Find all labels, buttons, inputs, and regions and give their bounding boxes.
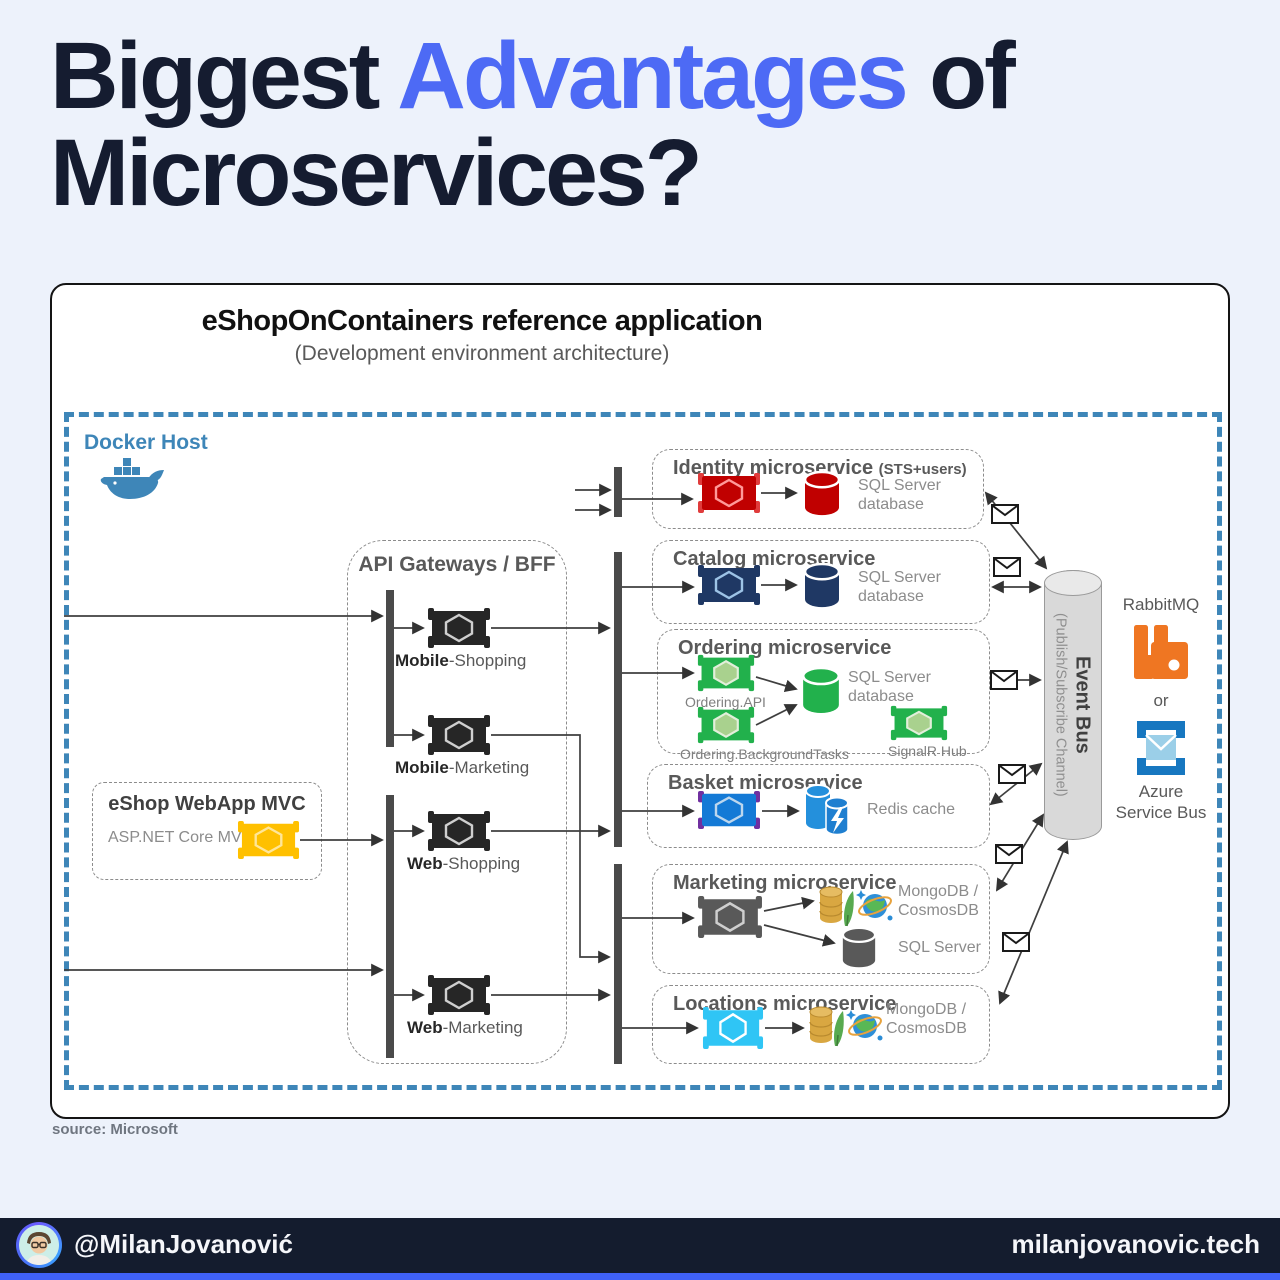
ordering-api-label: Ordering.API bbox=[685, 694, 766, 710]
ordering-db-label: SQL Server database bbox=[848, 669, 931, 705]
catalog-sqlserver-icon bbox=[802, 562, 842, 609]
web-marketing-label-bold: Web bbox=[407, 1018, 443, 1037]
event-bus-subtitle: (Publish/Subscribe Channel) bbox=[1052, 613, 1069, 797]
ordering-service-title: Ordering microservice bbox=[678, 637, 892, 659]
mobile-marketing-label-bold: Mobile bbox=[395, 758, 449, 777]
web-shopping-label: Web-Shopping bbox=[407, 854, 520, 874]
rabbitmq-icon bbox=[1134, 625, 1188, 679]
diagram-subtitle: (Development environment architecture) bbox=[294, 342, 670, 365]
mobile-shopping-label: Mobile-Shopping bbox=[395, 651, 526, 671]
web-shopping-label-bold: Web bbox=[407, 854, 443, 873]
marketing-cosmosdb-icon bbox=[856, 887, 894, 925]
source-note: source: Microsoft bbox=[52, 1121, 178, 1138]
event-bus-cylinder: (Publish/Subscribe Channel) Event Bus bbox=[1044, 570, 1102, 840]
footer-handle: @MilanJovanović bbox=[74, 1229, 293, 1259]
webapp-container-icon bbox=[237, 820, 300, 860]
signalr-hub-container-icon bbox=[890, 705, 948, 741]
marketing-db2-label: SQL Server bbox=[898, 939, 981, 956]
envelope-icon bbox=[990, 670, 1018, 690]
basket-db-label: Redis cache bbox=[867, 801, 956, 818]
or-label: or bbox=[1153, 691, 1169, 710]
api-gateways-title: API Gateways / BFF bbox=[358, 553, 556, 576]
envelope-icon bbox=[998, 764, 1026, 784]
marketing-service-box: Marketing microservice bbox=[652, 864, 990, 974]
connector-lines bbox=[64, 483, 1069, 1035]
mobile-marketing-container-icon bbox=[427, 714, 491, 756]
web-marketing-container-icon bbox=[427, 974, 491, 1016]
locations-cosmosdb-icon bbox=[846, 1007, 884, 1045]
identity-title-suffix: (STS+users) bbox=[878, 461, 967, 478]
docker-whale-icon bbox=[100, 457, 166, 505]
marketing-db1-label: MongoDB / CosmosDB bbox=[898, 883, 979, 919]
docker-host-label: Docker Host bbox=[84, 431, 208, 454]
envelope-icon bbox=[993, 557, 1021, 577]
web-shopping-label-rest: -Shopping bbox=[442, 854, 521, 873]
mobile-marketing-label: Mobile-Marketing bbox=[395, 758, 529, 778]
mobile-gateway-bus-bar bbox=[386, 590, 394, 747]
api-gateways-box: API Gateways / BFF bbox=[347, 540, 567, 1064]
diagram-header: eShopOnContainers reference application … bbox=[132, 305, 832, 366]
web-gateway-bus-bar bbox=[386, 795, 394, 1058]
ordering-service-box: Ordering microservice bbox=[657, 629, 990, 754]
mobile-shopping-container-icon bbox=[427, 607, 491, 649]
redis-cache-icon bbox=[802, 783, 852, 837]
envelope-icon bbox=[1002, 932, 1030, 952]
footer-accent-strip bbox=[0, 1273, 1280, 1280]
identity-container-icon bbox=[697, 472, 761, 514]
ordering-api-container-icon bbox=[697, 654, 755, 692]
identity-db-label: SQL Server database bbox=[858, 477, 941, 513]
ordering-sqlserver-icon bbox=[800, 666, 842, 715]
web-shopping-container-icon bbox=[427, 810, 491, 852]
marketing-mongodb-icon bbox=[818, 885, 854, 927]
azure-service-bus-icon bbox=[1137, 721, 1185, 775]
signalr-hub-label: SignalR Hub bbox=[888, 743, 967, 759]
marketing-service-title: Marketing microservice bbox=[673, 872, 897, 894]
catalog-db-label: SQL Server database bbox=[858, 569, 941, 605]
locations-service-title: Locations microservice bbox=[673, 993, 897, 1015]
rabbitmq-label: RabbitMQ bbox=[1122, 595, 1200, 614]
avatar bbox=[16, 1222, 62, 1268]
web-marketing-label: Web-Marketing bbox=[407, 1018, 523, 1038]
azure-service-bus-label: Azure Service Bus bbox=[1115, 782, 1207, 823]
catalog-container-icon bbox=[697, 564, 761, 606]
footer-site: milanjovanovic.tech bbox=[1011, 1229, 1260, 1259]
webapp-box: eShop WebApp MVC ASP.NET Core MVC bbox=[92, 782, 322, 880]
webapp-title: eShop WebApp MVC bbox=[108, 793, 306, 815]
marketing-sqlserver-icon bbox=[840, 926, 878, 969]
locations-container-icon bbox=[702, 1006, 764, 1050]
marketing-container-icon bbox=[697, 895, 763, 939]
message-envelope-icons bbox=[990, 504, 1030, 952]
page-title: Biggest Advantages of Microservices? bbox=[50, 28, 1016, 222]
title-post: of bbox=[905, 23, 1016, 129]
webapp-tech-label: ASP.NET Core MVC bbox=[108, 829, 254, 846]
locations-mongodb-icon bbox=[808, 1005, 844, 1047]
title-line2: Microservices? bbox=[50, 119, 703, 226]
avatar-photo bbox=[19, 1225, 59, 1265]
identity-bus-bar bbox=[614, 467, 622, 517]
docker-host-boundary bbox=[64, 412, 1222, 1090]
lower-services-bus-bar bbox=[614, 864, 622, 1064]
footer-bar: @MilanJovanović milanjovanovic.tech bbox=[0, 1218, 1280, 1273]
mobile-shopping-label-rest: -Shopping bbox=[448, 651, 527, 670]
mobile-shopping-label-bold: Mobile bbox=[395, 651, 449, 670]
ordering-backgroundtasks-label: Ordering.BackgroundTasks bbox=[680, 746, 849, 762]
diagram-card: eShopOnContainers reference application … bbox=[50, 283, 1230, 1119]
event-bus-title: Event Bus bbox=[1071, 656, 1094, 754]
locations-service-box: Locations microservice bbox=[652, 985, 990, 1064]
diagram-title: eShopOnContainers reference application bbox=[201, 305, 763, 337]
web-marketing-label-rest: -Marketing bbox=[442, 1018, 523, 1037]
upper-services-bus-bar bbox=[614, 552, 622, 847]
identity-sqlserver-icon bbox=[802, 470, 842, 517]
basket-container-icon bbox=[697, 790, 761, 830]
mobile-marketing-label-rest: -Marketing bbox=[448, 758, 530, 777]
title-accent: Advantages bbox=[397, 23, 909, 129]
locations-db-label: MongoDB / CosmosDB bbox=[886, 1001, 967, 1037]
ordering-backgroundtasks-container-icon bbox=[697, 706, 755, 744]
envelope-icon bbox=[995, 844, 1023, 864]
title-pre: Biggest bbox=[50, 23, 398, 129]
envelope-icon bbox=[991, 504, 1019, 524]
